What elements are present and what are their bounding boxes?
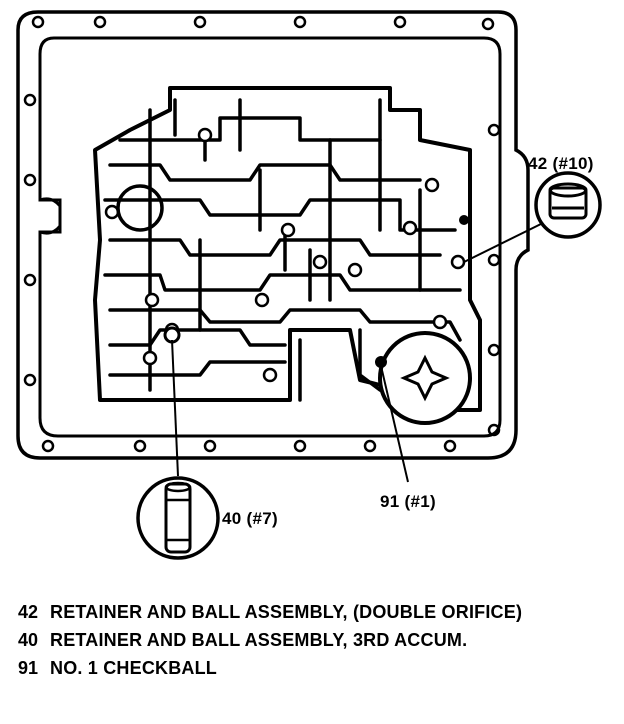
checkball-1-location xyxy=(375,356,387,368)
retainer-42-detail xyxy=(534,171,602,239)
legend-item-text: NO. 1 CHECKBALL xyxy=(50,658,218,678)
callout-42: 42 (#10) xyxy=(528,154,594,173)
callout-leader-lines xyxy=(171,221,546,483)
callout-40: 40 (#7) xyxy=(222,509,278,528)
legend-item: 42 RETAINER AND BALL ASSEMBLY, (DOUBLE O… xyxy=(18,598,618,626)
transmission-pan-outline xyxy=(16,10,530,460)
retainer-40-location xyxy=(163,326,181,344)
legend-item-number: 40 xyxy=(18,630,39,650)
legend-item: 91 NO. 1 CHECKBALL xyxy=(18,654,618,682)
parts-legend: 42 RETAINER AND BALL ASSEMBLY, (DOUBLE O… xyxy=(18,598,618,682)
pan-inner-flange xyxy=(38,36,502,438)
accumulator-center-lobes xyxy=(400,354,450,402)
valve-body-passages xyxy=(103,98,462,402)
legend-item-text: RETAINER AND BALL ASSEMBLY, 3RD ACCUM. xyxy=(50,630,468,650)
legend-item: 40 RETAINER AND BALL ASSEMBLY, 3RD ACCUM… xyxy=(18,626,618,654)
valve-body-diagram xyxy=(16,10,602,560)
legend-item-number: 42 xyxy=(18,602,39,622)
accumulator-housing xyxy=(378,331,472,425)
checkball-10-location xyxy=(459,215,469,225)
valve-bore xyxy=(116,184,164,232)
retainer-40-detail xyxy=(136,476,220,560)
pan-bolt-holes xyxy=(23,15,501,453)
legend-item-text: RETAINER AND BALL ASSEMBLY, (DOUBLE ORIF… xyxy=(50,602,523,622)
pan-side-tab xyxy=(39,197,62,235)
callout-91: 91 (#1) xyxy=(380,492,436,511)
legend-item-number: 91 xyxy=(18,658,39,678)
